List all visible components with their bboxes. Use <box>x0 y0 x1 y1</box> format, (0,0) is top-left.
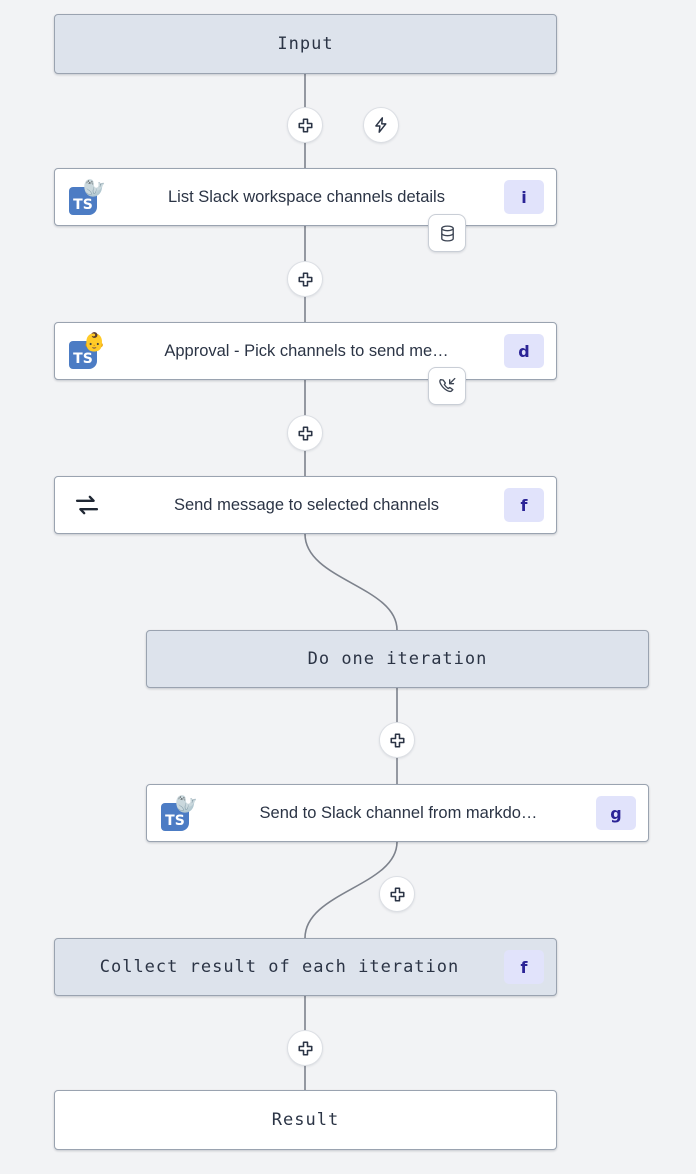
node-collect-result-label: Collect result of each iteration <box>99 957 460 977</box>
typescript-icon: TS <box>69 187 97 215</box>
baby-emoji-icon: 👶 <box>83 332 106 352</box>
plus-icon <box>297 425 313 441</box>
edge-send-to-iteration <box>304 533 398 631</box>
node-badge-f-collect[interactable]: f <box>504 950 544 984</box>
node-input-label: Input <box>277 34 334 54</box>
loop-icon <box>72 490 102 520</box>
node-approval-pick-channels[interactable]: TS 👶 Approval - Pick channels to send me… <box>54 322 557 380</box>
incoming-call-badge[interactable] <box>428 367 466 405</box>
incoming-call-icon <box>439 377 456 393</box>
node-list-slack-channels[interactable]: TS 🦭 List Slack workspace channels detai… <box>54 168 557 226</box>
database-badge[interactable] <box>428 214 466 252</box>
node-badge-i[interactable]: i <box>504 180 544 214</box>
add-step-button-after-input[interactable] <box>287 107 323 143</box>
node-input[interactable]: Input <box>54 14 557 74</box>
typescript-deno-icon: TS 🦭 <box>67 177 107 217</box>
node-do-one-iteration-label: Do one iteration <box>307 649 488 669</box>
deno-emoji-icon: 🦭 <box>175 794 198 814</box>
node-icon-wrapper <box>65 477 109 533</box>
node-list-slack-channels-label: List Slack workspace channels details <box>168 187 445 206</box>
lightning-icon <box>375 117 387 133</box>
typescript-icon: TS <box>161 803 189 831</box>
node-send-to-slack-label: Send to Slack channel from markdo… <box>259 803 538 822</box>
add-step-button-after-list-channels[interactable] <box>287 261 323 297</box>
plus-icon <box>297 117 313 133</box>
add-step-button-after-collect-result[interactable] <box>287 1030 323 1066</box>
node-badge-d[interactable]: d <box>504 334 544 368</box>
node-send-message-label: Send message to selected channels <box>173 495 440 514</box>
node-collect-result[interactable]: Collect result of each iteration f <box>54 938 557 996</box>
plus-icon <box>297 1040 313 1056</box>
add-trigger-button[interactable] <box>363 107 399 143</box>
plus-icon <box>389 886 405 902</box>
plus-icon <box>389 732 405 748</box>
plus-icon <box>297 271 313 287</box>
node-do-one-iteration[interactable]: Do one iteration <box>146 630 649 688</box>
node-send-message-selected-channels[interactable]: Send message to selected channels f <box>54 476 557 534</box>
add-step-button-after-approval[interactable] <box>287 415 323 451</box>
node-icon-wrapper: TS 🦭 <box>65 169 109 225</box>
node-badge-f-send[interactable]: f <box>504 488 544 522</box>
node-send-to-slack-markdown[interactable]: TS 🦭 Send to Slack channel from markdo… … <box>146 784 649 842</box>
typescript-baby-icon: TS 👶 <box>67 331 107 371</box>
database-icon <box>440 224 454 242</box>
node-badge-g[interactable]: g <box>596 796 636 830</box>
add-step-button-after-do-one-iteration[interactable] <box>379 722 415 758</box>
node-icon-wrapper: TS 🦭 <box>157 785 201 841</box>
typescript-icon: TS <box>69 341 97 369</box>
node-result[interactable]: Result <box>54 1090 557 1150</box>
node-icon-wrapper: TS 👶 <box>65 323 109 379</box>
add-step-button-after-send-to-slack[interactable] <box>379 876 415 912</box>
typescript-deno-icon: TS 🦭 <box>159 793 199 833</box>
deno-emoji-icon: 🦭 <box>83 178 106 198</box>
node-result-label: Result <box>271 1110 340 1130</box>
node-approval-label: Approval - Pick channels to send me… <box>164 341 449 360</box>
